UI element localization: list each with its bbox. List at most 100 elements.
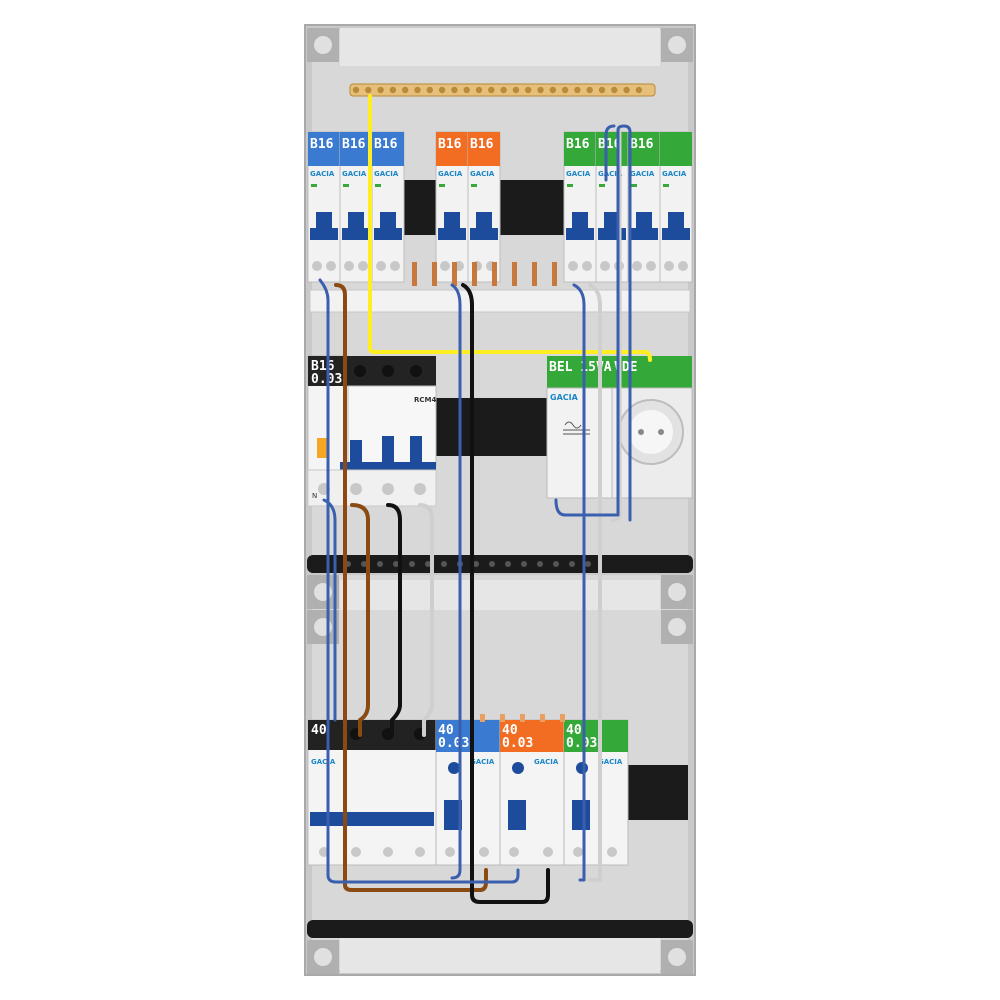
- breaker-toggle[interactable]: [636, 212, 652, 232]
- row1-breakers: B16GACIAB16GACIAB16GACIAB16GACIAB16GACIA…: [307, 131, 693, 286]
- rcm-label: RCM4: [414, 396, 436, 404]
- terminal-hole: [473, 561, 479, 567]
- wire-grey-2: [588, 283, 602, 882]
- busbar-screw: [586, 86, 593, 94]
- breaker-handle-base: [598, 228, 626, 240]
- terminal-hole: [409, 561, 415, 567]
- busbar-screw: [365, 86, 372, 94]
- terminal-screw: [383, 847, 393, 857]
- rcd-label-line1: 40: [502, 723, 518, 738]
- breaker-label-cap: [372, 132, 404, 166]
- terminal-screw: [509, 847, 519, 857]
- rcd-toggle[interactable]: [444, 800, 462, 830]
- breaker-toggle[interactable]: [572, 212, 588, 232]
- wire-black-2: [461, 283, 550, 904]
- terminal-screw: [632, 261, 642, 271]
- terminal-screw: [376, 261, 386, 271]
- transformer-label: BEL 15VA: [549, 360, 612, 375]
- breaker-brand: GACIA: [374, 170, 399, 178]
- wire-blue-3: [450, 283, 462, 880]
- busbar-screw: [623, 86, 630, 94]
- wire-brown-2: [350, 503, 370, 737]
- trip-indicator: [599, 184, 605, 187]
- breaker-toggle[interactable]: [316, 212, 332, 232]
- breaker-toggle[interactable]: [444, 212, 460, 232]
- breaker-brand: GACIA: [566, 170, 591, 178]
- busbar-screw: [500, 86, 507, 94]
- rcd-label-line1: 40: [438, 723, 454, 738]
- breaker-label-cap: [628, 132, 660, 166]
- mid-cover-strip: [340, 580, 660, 610]
- breaker-brand: GACIA: [438, 170, 463, 178]
- breaker-label: B16: [630, 137, 654, 152]
- terminal-block-bottom: [307, 920, 693, 938]
- breaker-label-cap: [468, 132, 500, 166]
- busbar-screw: [451, 86, 458, 94]
- breaker-toggle[interactable]: [380, 212, 396, 232]
- terminal-hole: [521, 561, 527, 567]
- terminal-screw: [678, 261, 688, 271]
- rcd-label-cap: [436, 720, 500, 752]
- terminal-hole: [377, 561, 383, 567]
- breaker-toggle[interactable]: [668, 212, 684, 232]
- rcd-test-button[interactable]: [448, 762, 460, 774]
- terminal-screw: [479, 847, 489, 857]
- wire-blue-4: [572, 283, 586, 882]
- comb-tooth: [432, 262, 437, 286]
- terminal-screw: [607, 847, 617, 857]
- comb-tooth: [480, 714, 485, 722]
- terminal-hole: [361, 561, 367, 567]
- busbar-screw: [512, 86, 520, 94]
- rcd-test-button[interactable]: [512, 762, 524, 774]
- breaker-label-cap: [596, 132, 628, 166]
- wires: [318, 94, 652, 904]
- terminal-screw: [664, 261, 674, 271]
- breaker-module[interactable]: GACIA: [659, 131, 693, 283]
- wire-blue-6: [604, 124, 616, 182]
- trip-indicator: [567, 184, 573, 187]
- busbar-screw: [402, 86, 409, 94]
- terminal-hole: [553, 561, 559, 567]
- breaker-handle-base: [566, 228, 594, 240]
- breaker-toggle[interactable]: [348, 212, 364, 232]
- main-switch-label: 40: [311, 723, 327, 738]
- comb-tooth: [540, 714, 545, 722]
- terminal-block-mid: [307, 555, 693, 573]
- breaker-toggle[interactable]: [476, 212, 492, 232]
- breaker-brand: GACIA: [470, 170, 495, 178]
- comb-tooth: [560, 714, 565, 722]
- wire-grey-1: [418, 503, 434, 737]
- rcd-toggle[interactable]: [572, 800, 590, 830]
- breaker-label-cap: [436, 132, 468, 166]
- wire-blue-5: [554, 124, 632, 522]
- breaker-label: B16: [374, 137, 398, 152]
- transformer-module[interactable]: BEL 15VA VDE GACIA: [546, 356, 693, 499]
- rcd-toggle[interactable]: [508, 800, 526, 830]
- breaker-toggle[interactable]: [604, 212, 620, 232]
- terminal-hole: [585, 561, 591, 567]
- bottom-cover-strip: [340, 938, 660, 973]
- breaker-handle-base: [630, 228, 658, 240]
- terminal-screw: [646, 261, 656, 271]
- breaker-handle-base: [662, 228, 690, 240]
- rcd-test-button[interactable]: [576, 762, 588, 774]
- terminal-block-holes: [345, 561, 591, 567]
- main-switch-handle[interactable]: [310, 812, 434, 826]
- busbar-screw: [635, 86, 643, 94]
- wire-brown-1: [334, 283, 488, 892]
- breaker-label: B16: [438, 137, 462, 152]
- terminal-hole: [441, 561, 447, 567]
